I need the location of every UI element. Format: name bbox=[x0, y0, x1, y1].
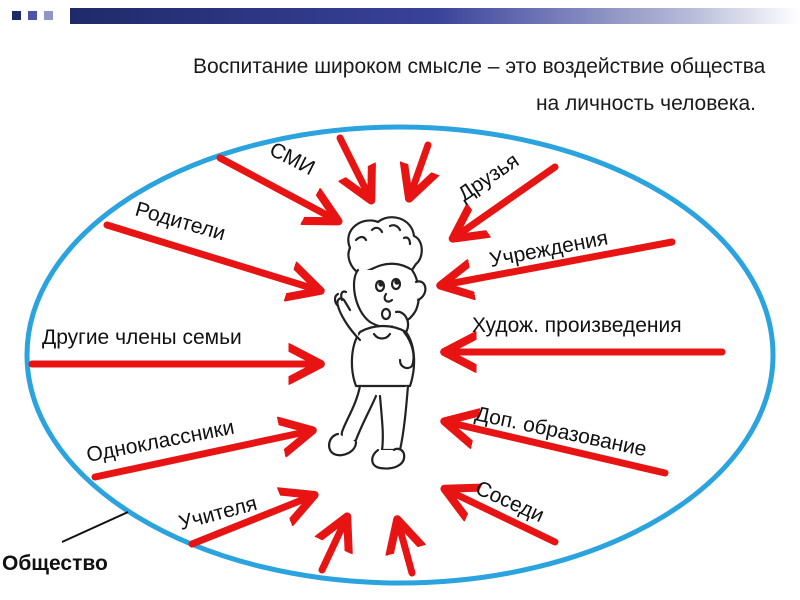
arrow-parents bbox=[103, 221, 318, 290]
label-classmates: Одноклассники bbox=[85, 416, 237, 467]
arrow-neighbors bbox=[447, 490, 559, 546]
square-bullet-icon bbox=[44, 11, 53, 20]
arrow-institutions bbox=[443, 238, 676, 285]
arrow-classmates bbox=[91, 431, 310, 481]
arrow-smi bbox=[216, 154, 336, 220]
label-smi: СМИ bbox=[266, 138, 319, 180]
arrow-friends bbox=[455, 163, 559, 237]
arrow-extra-education bbox=[447, 422, 669, 477]
label-teachers: Учителя bbox=[176, 492, 259, 535]
arrow-teachers bbox=[188, 496, 312, 548]
arrow-top-1 bbox=[336, 134, 370, 198]
square-bullet-icon bbox=[12, 11, 21, 20]
arrow-bottom-1 bbox=[322, 519, 346, 574]
label-family: Другие члены семьи bbox=[42, 326, 242, 349]
gradient-bar bbox=[70, 8, 800, 24]
society-label: Общество bbox=[2, 552, 108, 575]
child-figure-icon bbox=[328, 216, 427, 470]
arrow-top-2 bbox=[410, 141, 428, 196]
society-pointer-line bbox=[61, 511, 129, 543]
slide-title-line2: на личность человека. bbox=[535, 92, 756, 115]
society-ellipse bbox=[24, 124, 776, 586]
top-decoration-bar bbox=[0, 0, 800, 30]
square-bullet-icon bbox=[28, 11, 37, 20]
arrow-bottom-2 bbox=[398, 522, 412, 577]
slide-title-line1: Воспитание широком смысле – это воздейст… bbox=[193, 55, 766, 78]
label-art: Худож. произведения bbox=[472, 314, 682, 337]
